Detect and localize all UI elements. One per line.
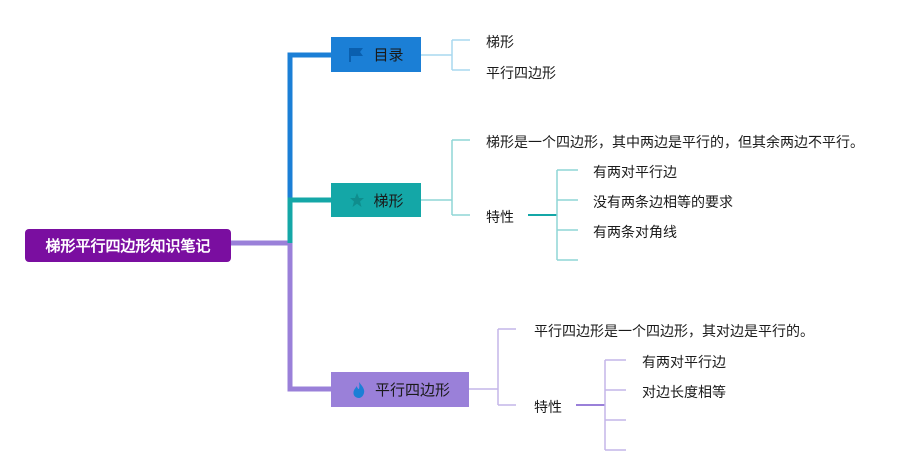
trapezoid-feature-2[interactable]: 没有两条边相等的要求 <box>593 195 733 211</box>
parallelogram-definition[interactable]: 平行四边形是一个四边形，其对边是平行的。 <box>534 324 814 340</box>
trapezoid-definition[interactable]: 梯形是一个四边形，其中两边是平行的，但其余两边不平行。 <box>486 135 864 151</box>
root-label: 梯形平行四边形知识笔记 <box>45 237 211 255</box>
branch-parallelogram-label: 平行四边形 <box>374 381 450 399</box>
branch-toc[interactable]: 目录 <box>331 37 421 72</box>
parallelogram-feature-1[interactable]: 有两对平行边 <box>642 355 726 371</box>
parallelogram-feature-2[interactable]: 对边长度相等 <box>642 385 726 401</box>
parallelogram-feature-label[interactable]: 特性 <box>534 400 562 416</box>
flag-icon <box>348 46 366 64</box>
toc-item-trapezoid[interactable]: 梯形 <box>486 35 514 51</box>
star-icon <box>348 191 366 209</box>
branch-trapezoid[interactable]: 梯形 <box>331 183 421 217</box>
branch-trapezoid-label: 梯形 <box>373 191 404 210</box>
toc-item-parallelogram[interactable]: 平行四边形 <box>486 66 556 82</box>
trapezoid-feature-3[interactable]: 有两条对角线 <box>593 225 677 241</box>
flame-icon <box>350 381 368 399</box>
branch-parallelogram[interactable]: 平行四边形 <box>331 372 469 407</box>
branch-toc-label: 目录 <box>373 46 404 64</box>
trapezoid-feature-1[interactable]: 有两对平行边 <box>593 165 677 181</box>
trapezoid-feature-label[interactable]: 特性 <box>486 210 514 226</box>
root-node[interactable]: 梯形平行四边形知识笔记 <box>25 229 231 262</box>
